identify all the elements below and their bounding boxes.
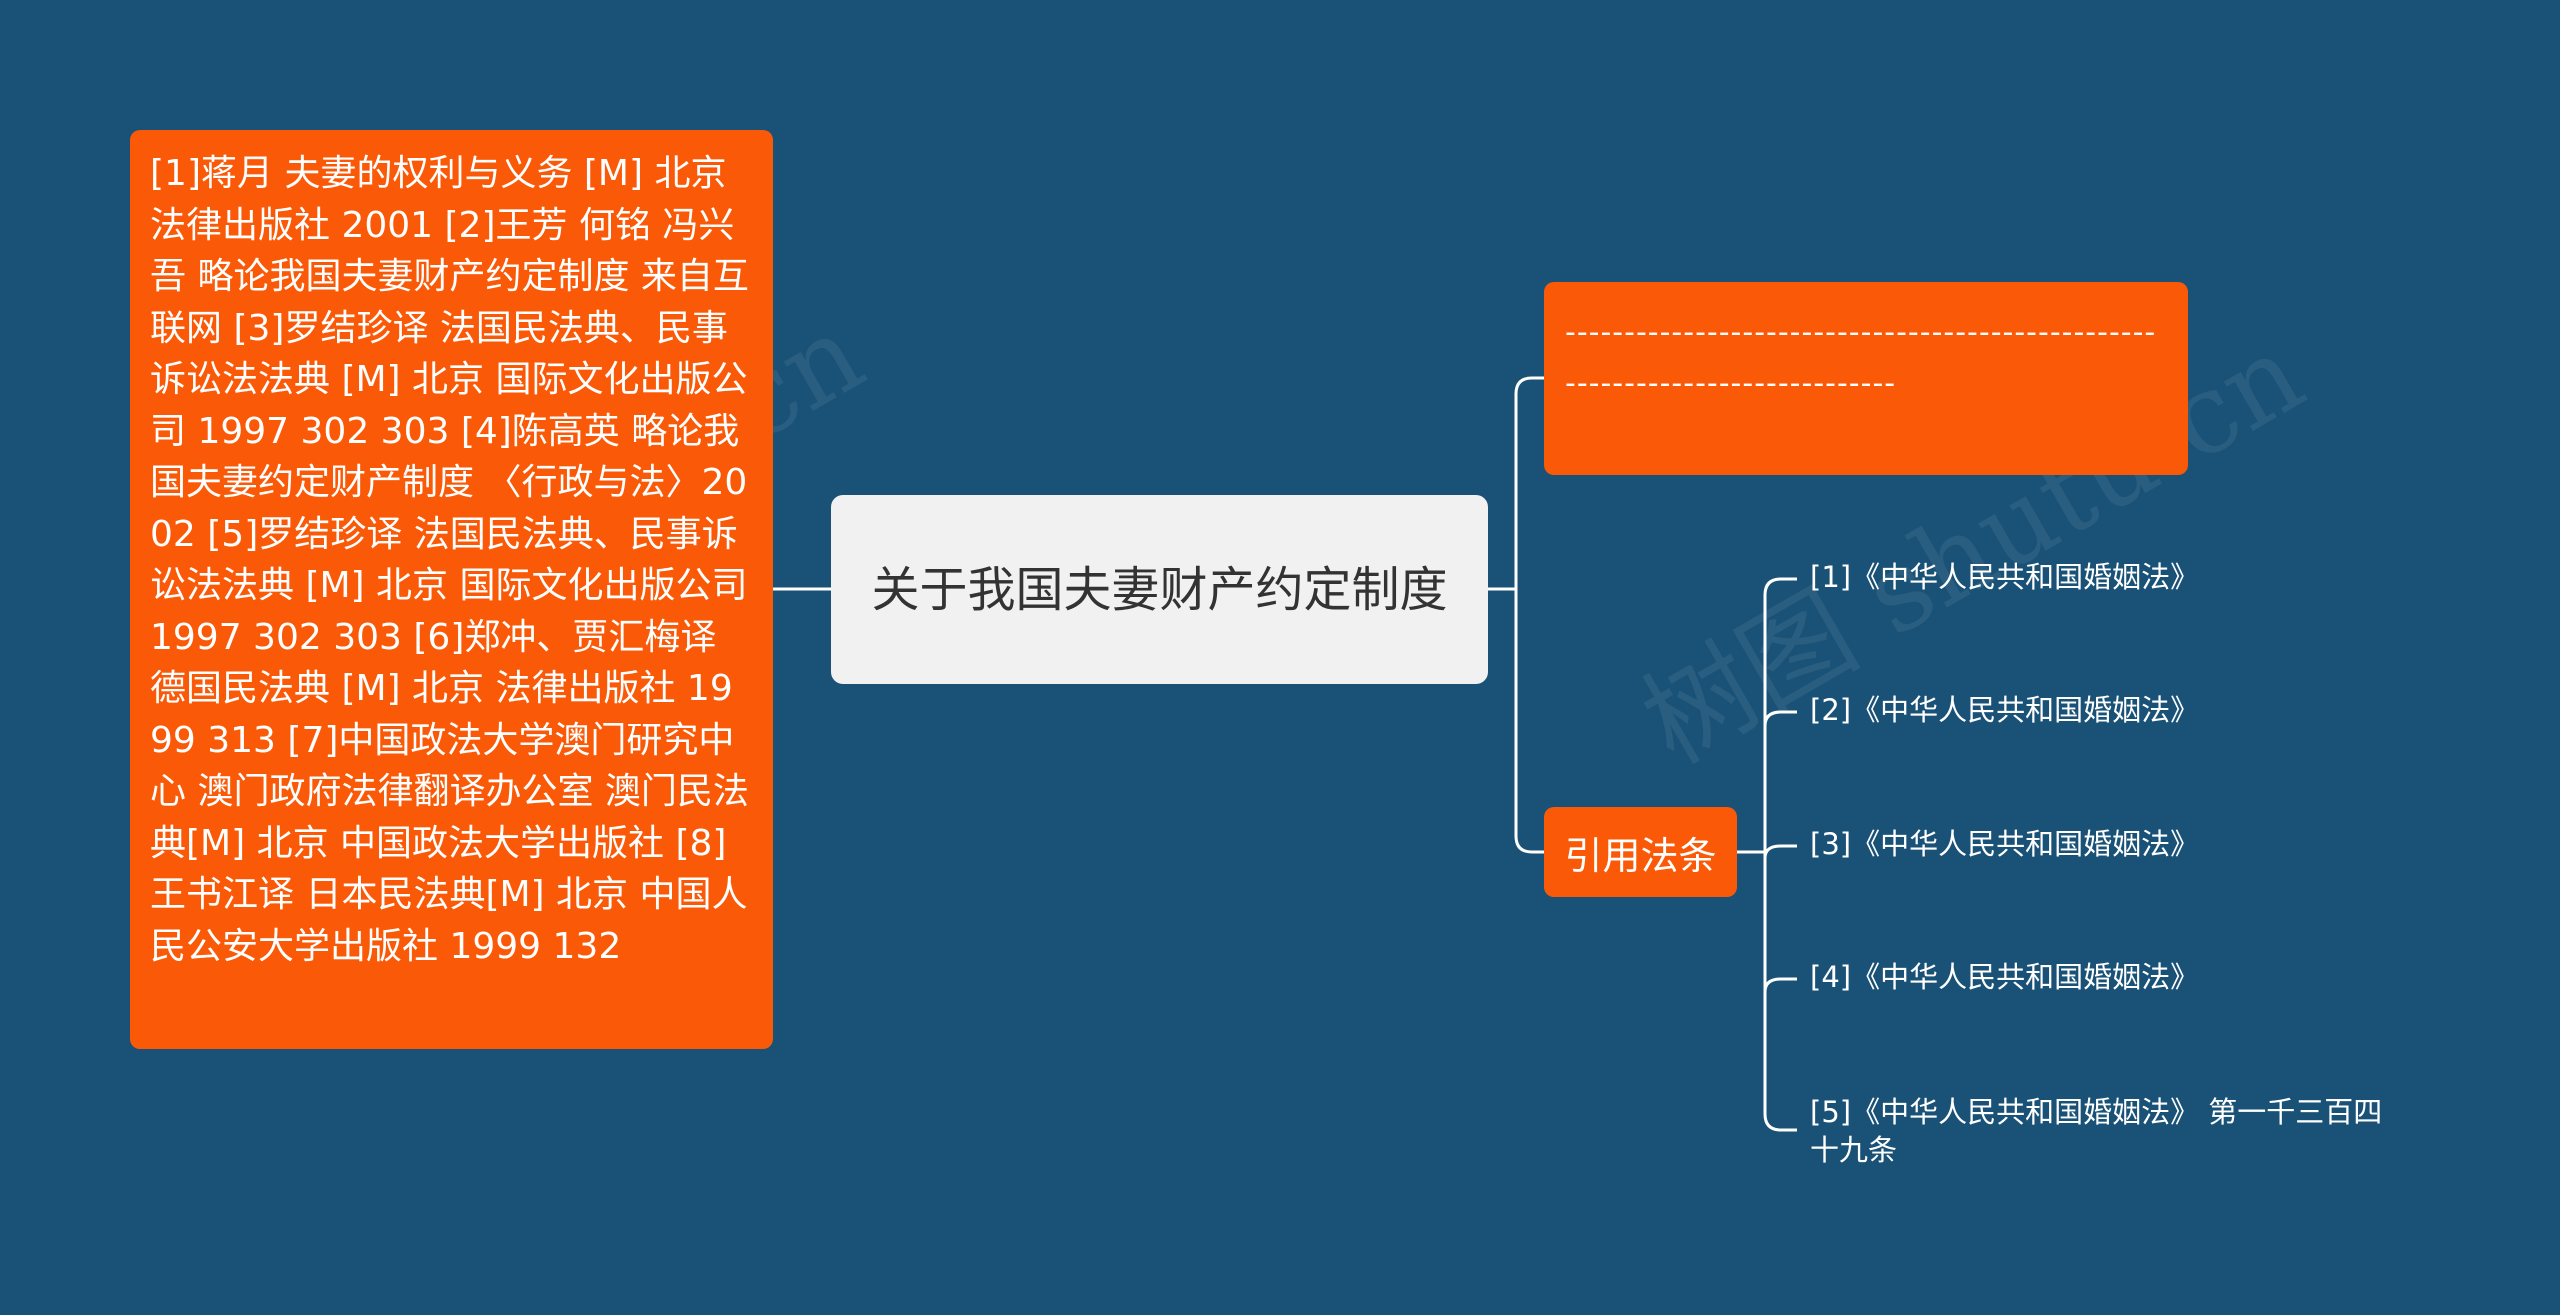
law-item-3[interactable]: [3]《中华人民共和国婚姻法》 bbox=[1810, 827, 2200, 861]
central-topic-node[interactable]: 关于我国夫妻财产约定制度 bbox=[831, 495, 1488, 684]
cited-law-label: 引用法条 bbox=[1564, 833, 1717, 878]
connector-leaf-2 bbox=[1763, 710, 1797, 727]
connector-leaf-4 bbox=[1763, 977, 1797, 993]
law-item-5[interactable]: [5]《中华人民共和国婚姻法》 第一千三百四 十九条 bbox=[1810, 1095, 2383, 1167]
central-topic-label: 关于我国夫妻财产约定制度 bbox=[871, 561, 1448, 618]
dashes-node[interactable]: ----------------------------------------… bbox=[1544, 282, 2188, 475]
cited-law-node[interactable]: 引用法条 bbox=[1544, 807, 1737, 897]
connector-leaf-3 bbox=[1763, 844, 1797, 859]
law-item-2[interactable]: [2]《中华人民共和国婚姻法》 bbox=[1810, 693, 2200, 727]
references-node[interactable]: [1]蒋月 夫妻的权利与义务 [M] 北京 法律出版社 2001 [2]王芳 何… bbox=[130, 130, 773, 1049]
connector-law-leaves bbox=[1763, 577, 1797, 1132]
law-item-1[interactable]: [1]《中华人民共和国婚姻法》 bbox=[1810, 560, 2200, 594]
law-item-4[interactable]: [4]《中华人民共和国婚姻法》 bbox=[1810, 960, 2200, 994]
connector-branch-top bbox=[1514, 376, 1544, 854]
